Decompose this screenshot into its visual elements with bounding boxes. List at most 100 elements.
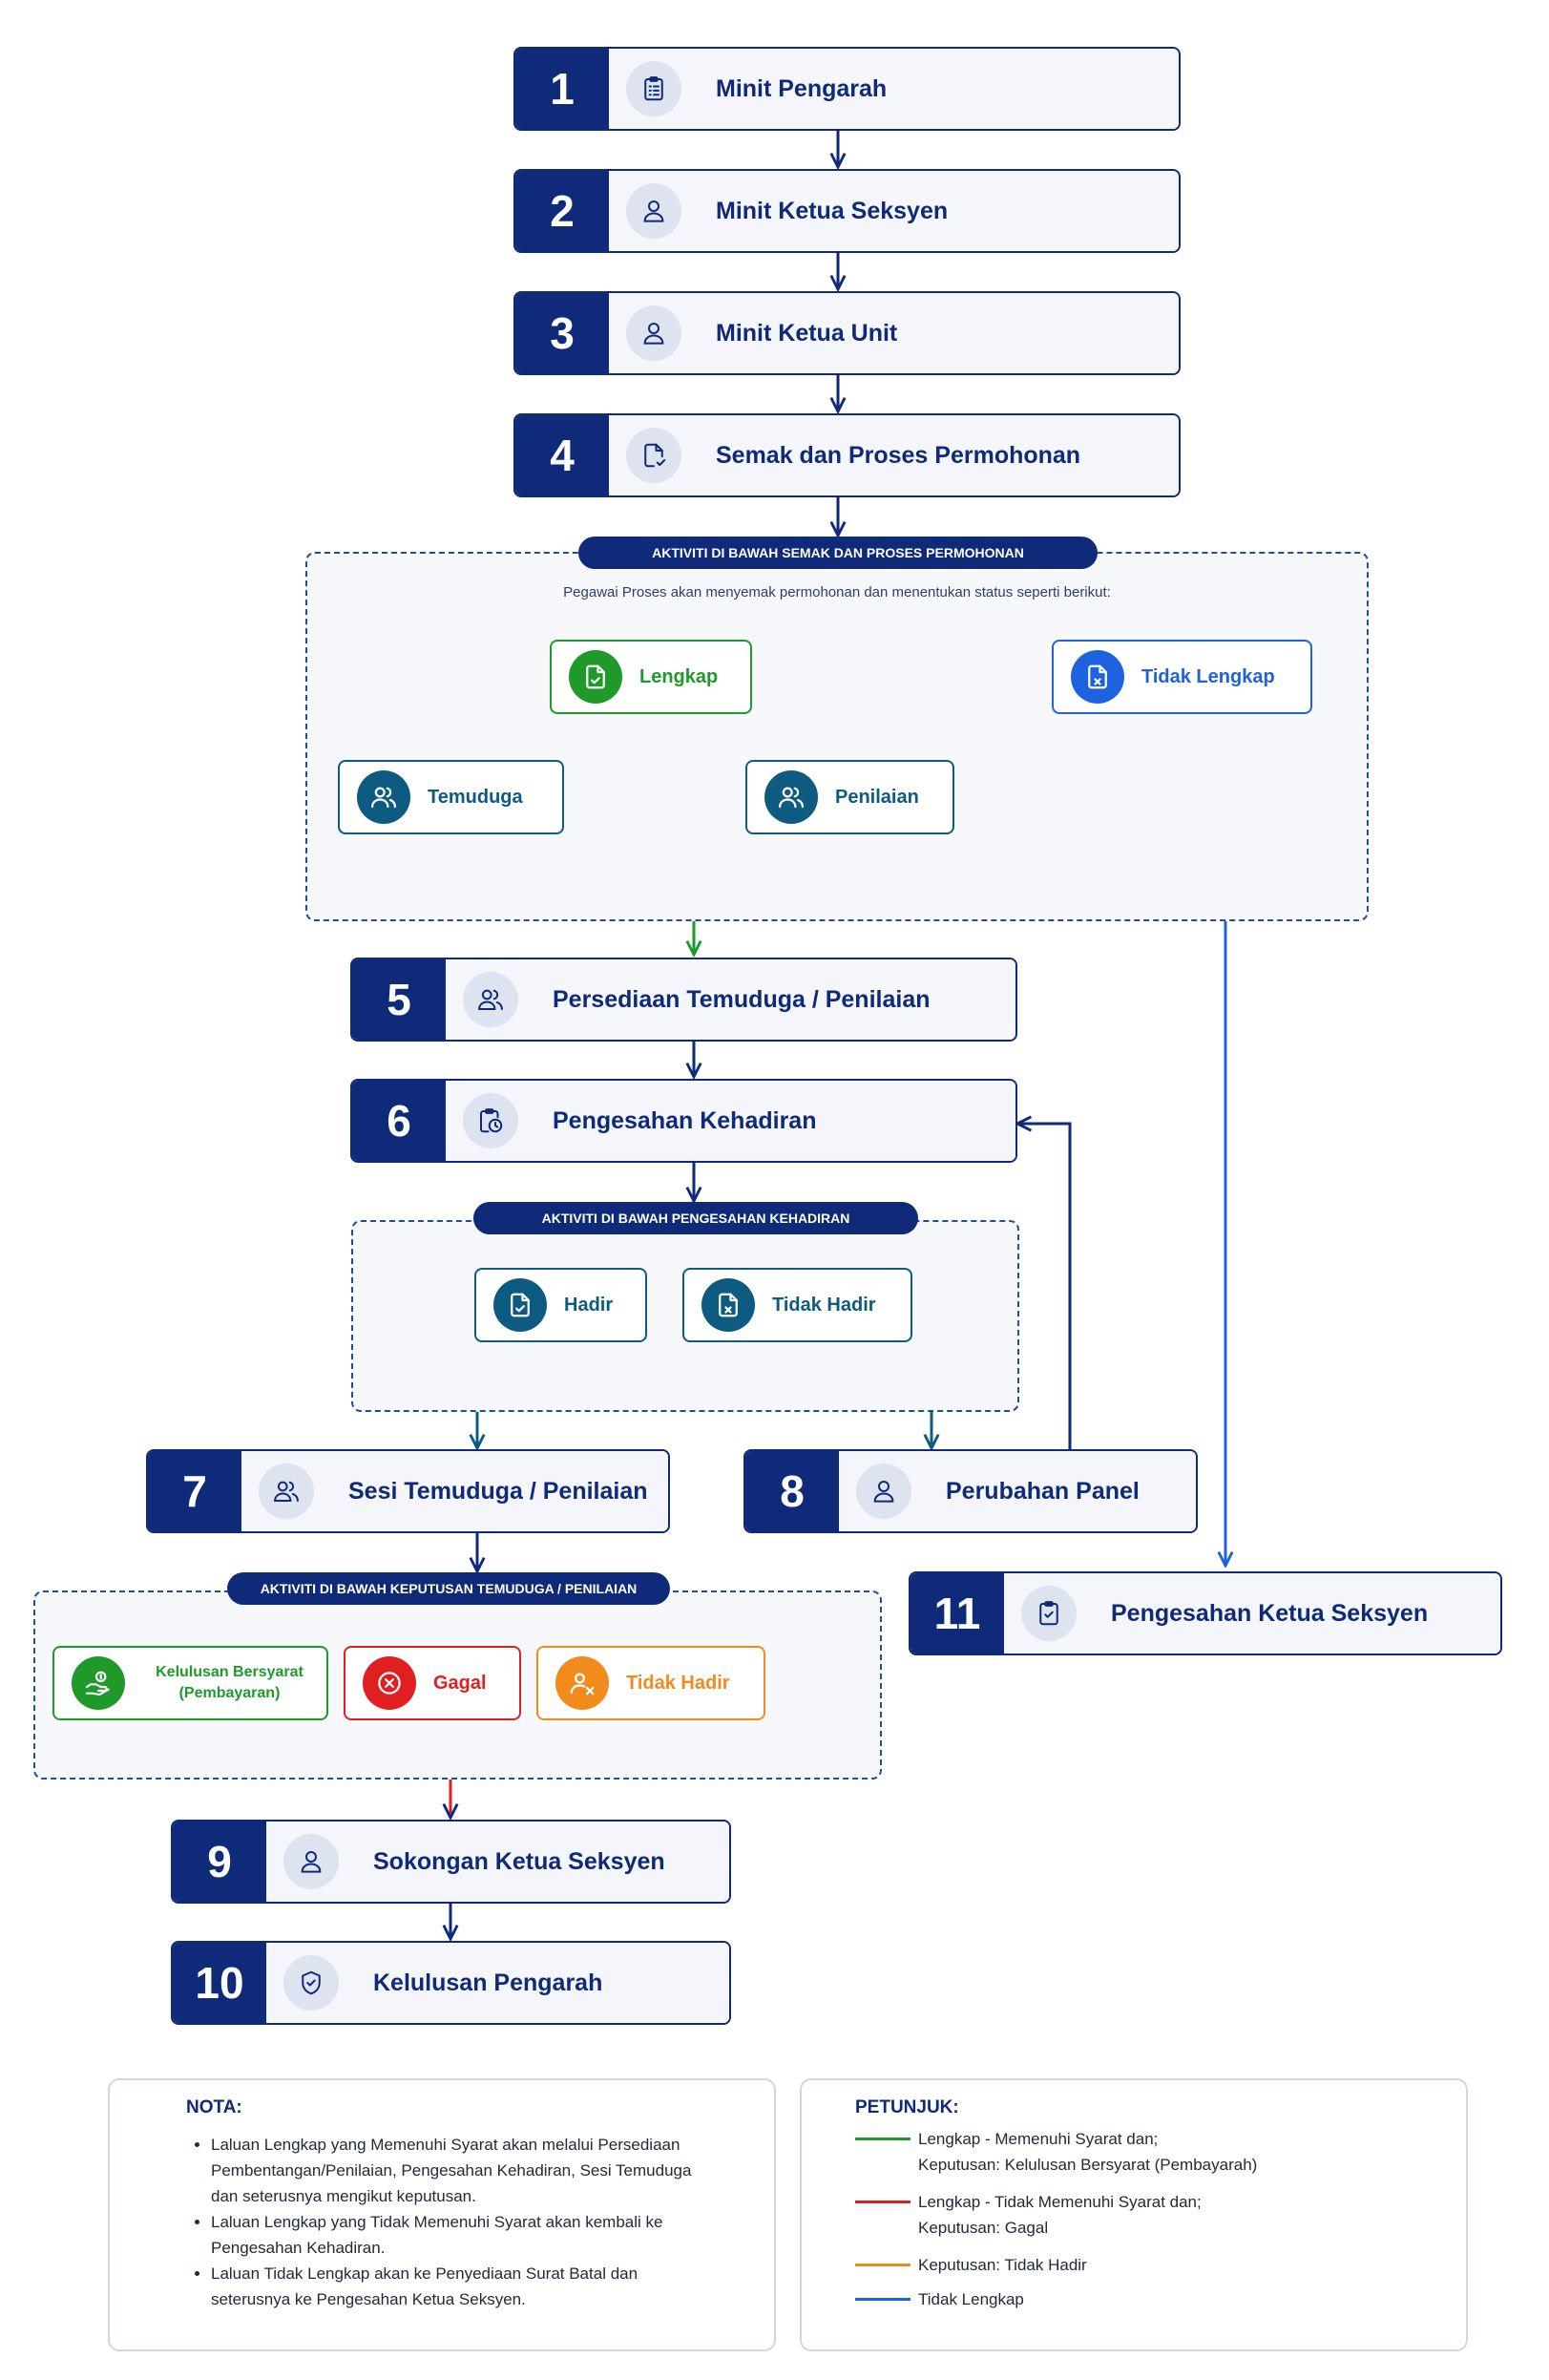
step-8-perubahan-panel: 8 Perubahan Panel [743,1449,1198,1533]
clipboard-list-icon [626,61,681,116]
option-temuduga: Temuduga [338,760,564,834]
step-9-label: Sokongan Ketua Seksyen [373,1847,665,1875]
option-temuduga-label: Temuduga [428,786,523,808]
file-check-icon [569,650,622,704]
step-8-number: 8 [745,1451,839,1531]
step-6-pengesahan-kehadiran: 6 Pengesahan Kehadiran [350,1079,1017,1163]
users-icon [259,1464,314,1519]
step-5-number: 5 [352,959,446,1040]
panel-semak-proses [305,552,1369,921]
legend-green-line [855,2138,911,2140]
keputusan-kelulusan-bersyarat: Kelulusan Bersyarat (Pembayaran) [52,1646,328,1720]
user-x-icon [555,1656,609,1710]
status-tidak-hadir-label: Tidak Hadir [772,1294,876,1316]
nota-list: Laluan Lengkap yang Memenuhi Syarat akan… [186,2132,717,2312]
step-2-number: 2 [515,171,609,251]
keputusan-gagal-label: Gagal [433,1672,487,1694]
user-icon [626,183,681,239]
step-3-minit-ketua-unit: 3 Minit Ketua Unit [513,291,1181,375]
step-1-label: Minit Pengarah [716,74,888,102]
legend-blue-label: Tidak Lengkap [918,2290,1024,2308]
step-3-number: 3 [515,293,609,373]
step-11-pengesahan-ketua-seksyen: 11 Pengesahan Ketua Seksyen [909,1571,1502,1655]
step-1-minit-pengarah: 1 Minit Pengarah [513,47,1181,131]
step-9-sokongan: 9 Sokongan Ketua Seksyen [171,1820,731,1904]
status-tidak-hadir: Tidak Hadir [682,1268,912,1342]
step-6-number: 6 [352,1081,446,1161]
step-3-label: Minit Ketua Unit [716,319,898,347]
legend-green-line2: Keputusan: Kelulusan Bersyarat (Pembayar… [918,2156,1258,2174]
kelulusan-bersyarat-line1: Kelulusan Bersyarat [156,1664,304,1680]
step-7-number: 7 [148,1451,241,1531]
file-check-icon [493,1278,547,1332]
option-penilaian-label: Penilaian [835,786,919,808]
step-10-label: Kelulusan Pengarah [373,1969,603,1996]
user-icon [626,305,681,361]
nota-item: Laluan Tidak Lengkap akan ke Penyediaan … [211,2261,717,2312]
shield-check-icon [283,1955,339,2011]
user-icon [283,1834,339,1889]
legend-orange-label: Keputusan: Tidak Hadir [918,2256,1087,2274]
file-x-icon [701,1278,755,1332]
clipboard-clock-icon [463,1093,518,1148]
step-4-label: Semak dan Proses Permohonan [716,441,1081,469]
hand-money-icon [72,1656,125,1710]
status-tidak-lengkap: Tidak Lengkap [1052,640,1312,714]
users-icon [764,770,818,824]
file-check-icon [626,428,681,483]
step-5-persediaan: 5 Persediaan Temuduga / Penilaian [350,958,1017,1042]
legend-green-line1: Lengkap - Memenuhi Syarat dan; [918,2130,1159,2148]
nota-title: NOTA: [186,2097,242,2117]
x-circle-icon [363,1656,416,1710]
legend-blue-line [855,2298,911,2301]
panel-keputusan-title: AKTIVITI DI BAWAH KEPUTUSAN TEMUDUGA / P… [227,1572,670,1605]
step-7-sesi-temuduga: 7 Sesi Temuduga / Penilaian [146,1449,670,1533]
petunjuk-title: PETUNJUK: [855,2097,959,2117]
status-lengkap-label: Lengkap [639,665,719,687]
legend-red: Lengkap - Tidak Memenuhi Syarat dan; Kepu… [855,2189,1202,2241]
legend-red-line1: Lengkap - Tidak Memenuhi Syarat dan; [918,2193,1202,2211]
file-x-icon [1071,650,1124,704]
kelulusan-bersyarat-line2: (Pembayaran) [178,1685,281,1701]
arrow-8-to-6 [1017,1124,1072,1449]
option-penilaian: Penilaian [745,760,954,834]
legend-orange-line [855,2264,911,2266]
nota-box: NOTA: Laluan Lengkap yang Memenuhi Syara… [108,2078,776,2351]
clipboard-check-icon [1021,1586,1077,1641]
step-9-number: 9 [173,1822,266,1902]
legend-green: Lengkap - Memenuhi Syarat dan; Keputusan:… [855,2126,1257,2178]
step-10-number: 10 [173,1943,266,2023]
status-tidak-lengkap-label: Tidak Lengkap [1141,665,1275,687]
step-8-label: Perubahan Panel [946,1477,1140,1505]
panel-semak-proses-description: Pegawai Proses akan menyemak permohonan … [563,584,1111,600]
step-4-semak-proses: 4 Semak dan Proses Permohonan [513,413,1181,497]
legend-orange: Keputusan: Tidak Hadir [855,2252,1087,2278]
legend-red-line2: Keputusan: Gagal [918,2219,1049,2237]
keputusan-gagal: Gagal [344,1646,521,1720]
panel-pengesahan-kehadiran-title: AKTIVITI DI BAWAH PENGESAHAN KEHADIRAN [473,1202,918,1234]
status-hadir-label: Hadir [564,1294,614,1316]
step-7-label: Sesi Temuduga / Penilaian [348,1477,648,1505]
step-2-label: Minit Ketua Seksyen [716,197,949,224]
keputusan-tidak-hadir-label: Tidak Hadir [626,1672,730,1694]
step-1-number: 1 [515,49,609,129]
nota-item: Laluan Lengkap yang Memenuhi Syarat akan… [211,2132,717,2209]
step-10-kelulusan-pengarah: 10 Kelulusan Pengarah [171,1941,731,2025]
nota-item: Laluan Lengkap yang Tidak Memenuhi Syara… [211,2209,717,2261]
users-icon [463,972,518,1027]
step-11-number: 11 [911,1573,1004,1653]
status-lengkap: Lengkap [550,640,752,714]
users-icon [357,770,410,824]
step-11-label: Pengesahan Ketua Seksyen [1111,1599,1429,1627]
step-2-minit-ketua-seksyen: 2 Minit Ketua Seksyen [513,169,1181,253]
step-4-number: 4 [515,415,609,495]
step-6-label: Pengesahan Kehadiran [553,1106,817,1134]
petunjuk-box: PETUNJUK: Lengkap - Memenuhi Syarat dan;… [800,2078,1468,2351]
panel-semak-proses-title: AKTIVITI DI BAWAH SEMAK DAN PROSES PERMO… [578,537,1098,569]
legend-red-line [855,2201,911,2203]
keputusan-tidak-hadir: Tidak Hadir [536,1646,765,1720]
status-hadir: Hadir [474,1268,647,1342]
user-icon [856,1464,911,1519]
step-5-label: Persediaan Temuduga / Penilaian [553,985,931,1013]
legend-blue: Tidak Lengkap [855,2286,1024,2312]
